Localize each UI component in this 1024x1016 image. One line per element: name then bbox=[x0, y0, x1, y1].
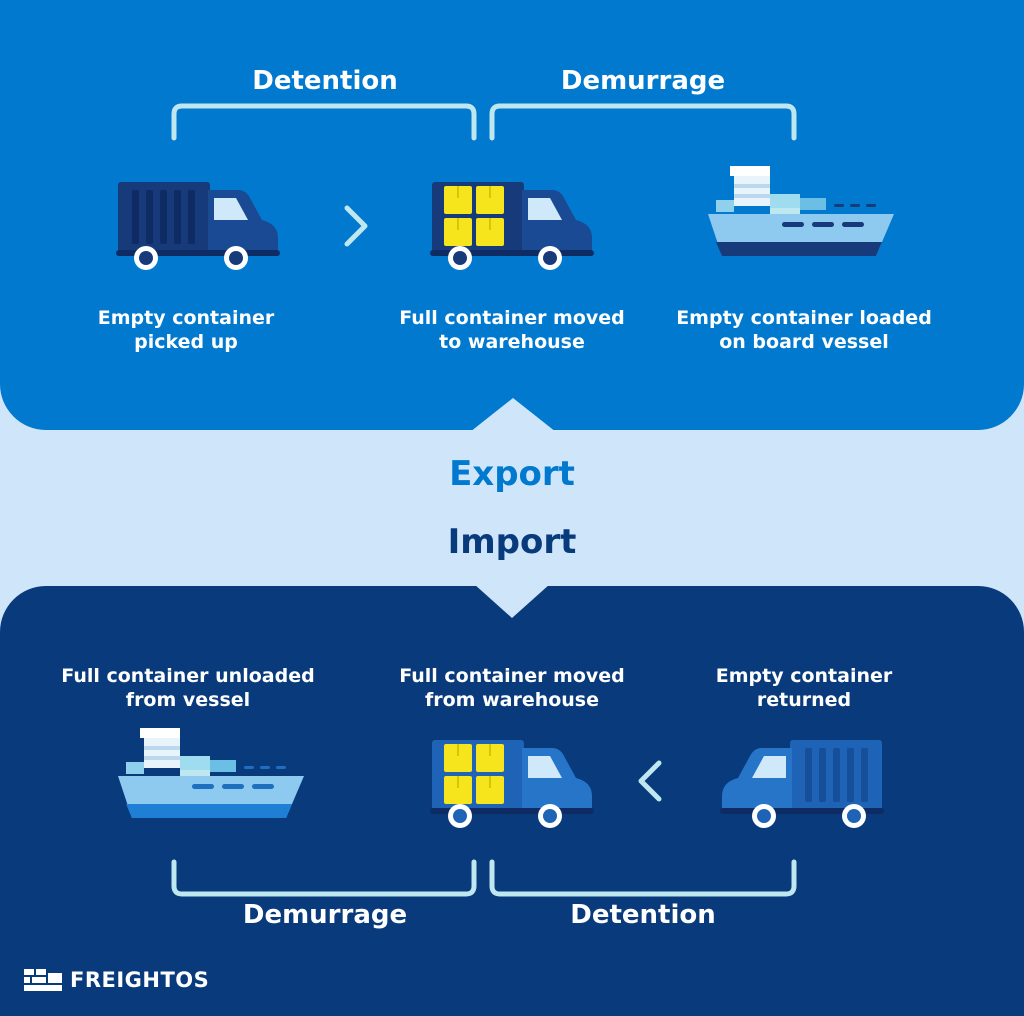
export-step-1-label: Empty container picked up bbox=[97, 307, 275, 353]
export-step-2-label: Full container moved to warehouse bbox=[399, 307, 625, 353]
import-pointer bbox=[474, 584, 550, 618]
export-demurrage-label: Demurrage bbox=[560, 66, 726, 96]
chevron-left-icon bbox=[638, 760, 662, 802]
export-step-3-label: Empty container loaded on board vessel bbox=[676, 307, 932, 353]
import-demurrage-label: Demurrage bbox=[242, 900, 408, 930]
import-detention-label: Detention bbox=[570, 900, 716, 930]
export-pointer bbox=[470, 398, 556, 432]
freightos-logo: FREIGHTOS bbox=[24, 968, 209, 992]
import-title: Import bbox=[447, 522, 577, 562]
cargo-ship-icon bbox=[708, 166, 894, 256]
freightos-logo-icon bbox=[24, 969, 62, 991]
empty-container-truck-icon bbox=[720, 740, 884, 828]
import-step-1-label: Full container unloaded from vessel bbox=[61, 665, 315, 711]
import-step-2-label: Full container moved from warehouse bbox=[399, 665, 625, 711]
export-brackets bbox=[171, 103, 797, 141]
export-title: Export bbox=[449, 454, 575, 494]
empty-container-truck-icon bbox=[116, 182, 280, 270]
full-container-truck-icon bbox=[430, 740, 594, 828]
export-detention-label: Detention bbox=[252, 66, 398, 96]
chevron-right-icon bbox=[344, 205, 368, 247]
import-brackets bbox=[171, 859, 797, 897]
freightos-logo-text: FREIGHTOS bbox=[70, 968, 210, 992]
import-step-3-label: Empty container returned bbox=[715, 665, 893, 711]
cargo-ship-icon bbox=[118, 728, 304, 818]
full-container-truck-icon bbox=[430, 182, 594, 270]
